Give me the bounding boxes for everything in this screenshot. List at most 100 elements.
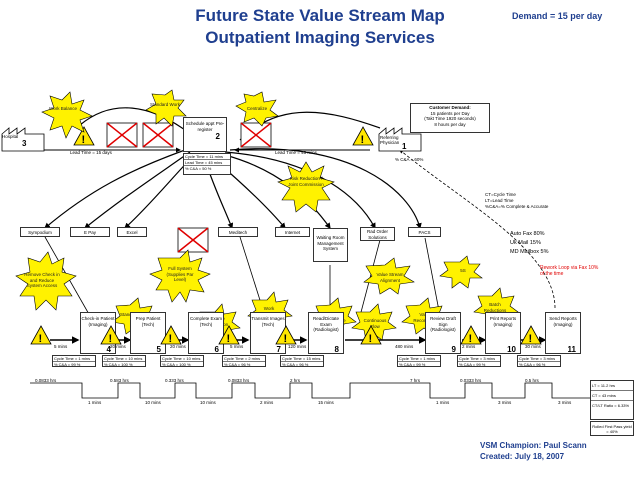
eliminated-step-icon	[106, 122, 138, 148]
warning-icon: !	[30, 325, 52, 345]
timeline-process: 10 mins	[200, 400, 216, 405]
summary-ct: CT = 43 mins	[591, 391, 633, 401]
process-count: 8	[334, 344, 339, 354]
process-ca: % C&A = 100 %	[162, 362, 191, 367]
svg-text:!: !	[39, 333, 43, 345]
process-count: 7	[276, 344, 281, 354]
process-data-box: Cycle Time = 3 mins % C&A = 96 %	[517, 355, 561, 367]
process-ca: % C&A = 96 %	[282, 362, 309, 367]
system-internet: Internet	[275, 227, 310, 237]
burst-remove-checkin	[15, 251, 77, 311]
process-data-box: Cycle Time = 10 mins % C&A = 100 %	[160, 355, 204, 367]
process-ct: Cycle Time = 10 mins	[103, 356, 145, 362]
fax-stats: Auto Fax 80% Uk Mail 15% MD Mailbox 5%	[510, 230, 549, 257]
referring-count: 1	[402, 142, 407, 151]
wait-time: 480 mins	[395, 344, 414, 349]
wait-time: 20 mins	[170, 344, 186, 349]
timeline-wait: 0.0833 hrs	[35, 378, 57, 383]
process-box: Send Reports (Imaging) 11	[545, 312, 581, 354]
burst-standard-work-top	[145, 89, 187, 127]
process-box: Read/Dictate Exam (Radiologist) 8	[308, 312, 344, 354]
eliminated-step-icon	[240, 122, 272, 148]
process-ct: Cycle Time = 2 mins	[223, 356, 265, 362]
summary-ratio: CT/LT Ratio = 6.33%	[592, 403, 630, 408]
page-title: Future State Value Stream Map	[195, 6, 445, 25]
eliminated-step-icon	[177, 227, 209, 253]
burst-label: 5S	[460, 268, 466, 273]
burst-continuous	[351, 303, 397, 341]
svg-text:!: !	[82, 134, 86, 146]
process-box: Print Reports (Imaging) 10	[485, 312, 521, 354]
timeline-process: 2 mins	[260, 400, 274, 405]
fax-md: MD Mailbox 5%	[510, 249, 549, 255]
process-data-box: Cycle Time = 1 mins % C&A = 99 %	[397, 355, 441, 367]
timeline-wait: 0.583 hrs	[110, 378, 129, 383]
legend: CT=Cycle Time LT=Lead Time %C&A=% Comple…	[485, 192, 548, 210]
process-name: Transmit Images (Tech)	[251, 316, 285, 327]
wait-time: 120 mins	[288, 344, 307, 349]
svg-text:!: !	[109, 333, 113, 345]
schedule-ct: Cycle Time = 11 mins	[184, 154, 230, 160]
rework-note: Rework Loop via Fax 10% of the time	[540, 265, 599, 277]
system-rad-order: Rad Order Solutions	[360, 227, 395, 241]
process-data-box: Cycle Time = 1 mins % C&A = 99 %	[52, 355, 96, 367]
process-box: Review Draft Sign (Radiologist) 9	[425, 312, 461, 354]
system-epay: E Pay	[70, 227, 110, 237]
burst-5s	[439, 255, 483, 289]
warning-icon: !	[360, 325, 382, 345]
process-count: 9	[451, 344, 456, 354]
lead-time-right: Lead Time = 45 mins	[275, 150, 317, 155]
process-ca: % C&A = 99 %	[459, 362, 486, 367]
burst-vsa	[363, 257, 415, 295]
vsm-champion: VSM Champion: Paul Scann	[480, 441, 587, 450]
process-data-box: Cycle Time = 15 mins % C&A = 96 %	[280, 355, 324, 367]
process-data-box: Cycle Time = 3 mins % C&A = 99 %	[457, 355, 501, 367]
timeline-process: 10 mins	[145, 400, 161, 405]
timeline-process: 15 mins	[318, 400, 334, 405]
svg-text:!: !	[529, 333, 533, 345]
process-name: Check-in Patient (Imaging)	[81, 316, 115, 327]
wait-time: 2 mins	[462, 344, 476, 349]
process-ca: % C&A = 100 %	[104, 362, 133, 367]
legend-ca: %C&A=% Complete & Accurate	[485, 204, 549, 209]
ca-top: % C&A = 60%	[395, 157, 424, 162]
burst-centralize	[235, 91, 279, 127]
process-ct: Cycle Time = 15 mins	[281, 356, 323, 362]
referring-label: Referring Physician	[380, 135, 400, 145]
burst-label: Centralize	[246, 106, 268, 111]
schedule-lt: Lead Time = 45 mins	[184, 160, 230, 166]
system-sympodium: Sympodium	[20, 227, 60, 237]
schedule-process-box: Schedule appt Pre-register 2	[183, 117, 227, 152]
process-ca: % C&A = 99 %	[399, 362, 426, 367]
svg-text:!: !	[361, 134, 365, 146]
demand-label: Demand = 15 per day	[512, 11, 603, 21]
system-pacs: PACS	[408, 227, 441, 237]
wait-time: 30 mins	[525, 344, 541, 349]
warning-icon: !	[160, 325, 182, 345]
process-ct: Cycle Time = 3 mins	[518, 356, 560, 362]
page-subtitle: Outpatient Imaging Services	[205, 28, 435, 47]
system-excel: Excel	[117, 227, 147, 237]
summary-lt: LT = 11.2 hrs	[591, 381, 633, 391]
svg-text:!: !	[469, 333, 473, 345]
burst-work-balance-top	[41, 91, 93, 139]
fax-auto: Auto Fax 80%	[510, 231, 545, 237]
system-waiting-room: Waiting Room Management System	[313, 228, 348, 262]
process-name: Send Reports (Imaging)	[549, 316, 577, 327]
warning-icon: !	[520, 325, 542, 345]
schedule-data-box: Cycle Time = 11 mins Lead Time = 45 mins…	[183, 153, 231, 175]
referring-physician-icon	[378, 127, 422, 152]
timeline-process: 3 mins	[498, 400, 512, 405]
process-box: Check-in Patient (Imaging) 4	[80, 312, 116, 354]
process-name: Review Draft Sign (Radiologist)	[430, 316, 456, 332]
process-name: Read/Dictate Exam (Radiologist)	[312, 316, 339, 332]
legend-ct: CT=Cycle Time	[485, 192, 516, 197]
burst-label: Remove Check in and Reduce System Access	[24, 272, 60, 288]
process-ct: Cycle Time = 3 mins	[458, 356, 500, 362]
timeline-process: 1 mins	[88, 400, 102, 405]
process-count: 6	[214, 344, 219, 354]
hospital-label: Hospital	[2, 134, 19, 139]
warning-icon: !	[460, 325, 482, 345]
process-ct: Cycle Time = 1 mins	[53, 356, 95, 362]
